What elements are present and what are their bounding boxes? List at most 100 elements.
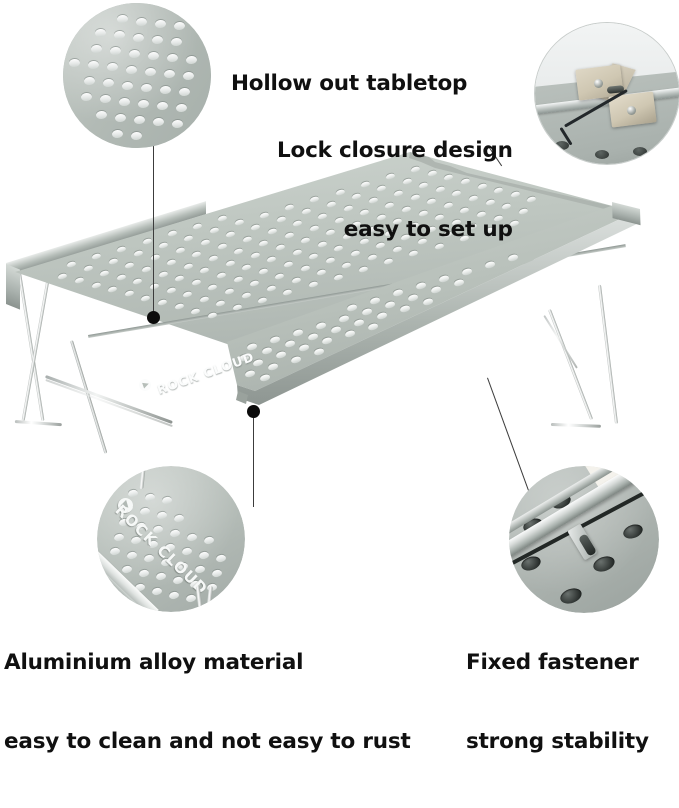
perforation-hole bbox=[182, 71, 194, 81]
perforation-hole bbox=[135, 17, 148, 26]
tabletop-panel-front bbox=[5, 205, 665, 455]
perforation-hole bbox=[283, 339, 295, 349]
perforation-hole bbox=[269, 335, 280, 344]
perforation-hole bbox=[315, 321, 326, 330]
perforation-hole bbox=[121, 81, 134, 90]
perforation-hole bbox=[90, 44, 103, 54]
perforation-hole bbox=[121, 565, 133, 575]
perforation-hole bbox=[125, 65, 137, 74]
perforation-hole bbox=[210, 568, 223, 578]
perforation-hole bbox=[152, 117, 165, 127]
perforation-hole bbox=[159, 85, 172, 95]
perforation-hole bbox=[125, 550, 138, 560]
perforation-hole bbox=[80, 92, 92, 102]
caption-line: Aluminium alloy material bbox=[4, 650, 304, 676]
perforation-hole bbox=[173, 21, 186, 31]
perforation-hole bbox=[181, 547, 193, 556]
product-infographic: ROCK CLOUD bbox=[0, 0, 679, 666]
perforation-hole bbox=[106, 63, 118, 72]
perforation-hole bbox=[150, 586, 163, 596]
perforation-hole bbox=[138, 568, 150, 578]
perforation-hole bbox=[398, 304, 410, 313]
perforation-hole bbox=[160, 496, 173, 506]
perforation-hole bbox=[244, 369, 256, 378]
product-photo-table: ROCK CLOUD bbox=[0, 145, 679, 475]
perforation-hole bbox=[154, 19, 167, 29]
perforation-hole bbox=[113, 532, 125, 542]
caption-hollow-tabletop: Hollow out tabletop bbox=[231, 19, 467, 150]
perforation-hole bbox=[132, 33, 144, 42]
perforation-hole bbox=[133, 115, 146, 125]
perforation-hole bbox=[275, 351, 287, 360]
perforation-hole bbox=[292, 328, 303, 337]
callout-dot-material bbox=[247, 405, 260, 418]
caption-line: easy to clean and not easy to rust bbox=[4, 729, 411, 755]
perforation-hole bbox=[139, 507, 151, 517]
perforation-hole bbox=[259, 373, 271, 382]
caption-line: Lock closure design bbox=[277, 138, 513, 164]
perforation-hole bbox=[111, 129, 123, 138]
perforation-hole bbox=[306, 332, 318, 341]
leader-line-material bbox=[253, 412, 255, 507]
perforation-hole bbox=[130, 131, 142, 141]
perforation-hole bbox=[185, 532, 198, 542]
perforation-hole bbox=[87, 60, 99, 70]
perforation-hole bbox=[142, 554, 155, 564]
perforation-hole bbox=[421, 297, 433, 306]
perforation-hole bbox=[198, 550, 210, 560]
perforation-hole bbox=[369, 296, 381, 305]
perforation-hole bbox=[185, 55, 198, 65]
caption-fixed-fastener: Fixed fastener strong stability bbox=[466, 598, 649, 808]
callout-dot-hollow bbox=[147, 311, 160, 324]
perforation-hole bbox=[102, 79, 115, 88]
perforation-hole bbox=[338, 314, 349, 323]
perforation-hole bbox=[375, 311, 387, 320]
perforation-hole bbox=[95, 111, 108, 120]
leader-line-hollow bbox=[152, 140, 154, 318]
perforation-hole bbox=[171, 119, 184, 129]
perforation-hole bbox=[151, 35, 163, 45]
perforation-hole bbox=[144, 67, 156, 77]
perforation-hole bbox=[215, 554, 227, 564]
callout-circle-hollow-tabletop bbox=[63, 3, 211, 148]
perforation-hole bbox=[178, 87, 191, 97]
perforation-hole bbox=[384, 300, 395, 309]
callout-circle-fixed-fastener bbox=[509, 466, 659, 613]
callout-circle-aluminium-logo: ROCK CLOUD bbox=[97, 466, 245, 612]
perforation-hole bbox=[260, 347, 272, 356]
perforation-hole bbox=[109, 47, 122, 56]
perforation-hole bbox=[163, 69, 175, 79]
perforation-hole bbox=[298, 344, 310, 353]
caption-line: Hollow out tabletop bbox=[231, 71, 468, 97]
perforation-hole bbox=[352, 318, 364, 327]
perforation-hole bbox=[344, 329, 356, 338]
perforation-hole bbox=[321, 336, 333, 346]
perforation-hole bbox=[290, 355, 302, 364]
perforation-hole bbox=[140, 83, 153, 93]
callout-circle-lock-closure bbox=[534, 22, 679, 165]
caption-line: strong stability bbox=[466, 729, 649, 755]
perforation-hole bbox=[166, 53, 179, 63]
perforation-hole bbox=[155, 572, 167, 582]
perforation-hole bbox=[175, 103, 187, 113]
perforation-hole bbox=[267, 362, 279, 371]
perforation-hole bbox=[99, 95, 111, 104]
perforation-hole bbox=[156, 510, 168, 520]
perforation-hole bbox=[108, 547, 121, 557]
perforation-hole bbox=[361, 307, 372, 316]
perforation-hole bbox=[202, 536, 215, 546]
perforation-hole bbox=[173, 514, 185, 524]
perforation-hole bbox=[170, 37, 182, 47]
caption-aluminium-material: Aluminium alloy material easy to clean a… bbox=[4, 598, 411, 808]
perforation-hole bbox=[126, 489, 139, 499]
caption-lock-closure: Lock closure design easy to set up bbox=[277, 86, 513, 296]
perforation-hole bbox=[83, 76, 96, 86]
perforation-hole bbox=[329, 325, 341, 334]
perforation-hole bbox=[526, 195, 537, 204]
perforation-hole bbox=[113, 31, 125, 40]
perforation-hole bbox=[118, 97, 130, 106]
perforation-hole bbox=[346, 303, 358, 312]
perforation-hole bbox=[114, 113, 127, 122]
perforation-hole bbox=[143, 492, 156, 502]
perforation-hole bbox=[147, 51, 160, 61]
